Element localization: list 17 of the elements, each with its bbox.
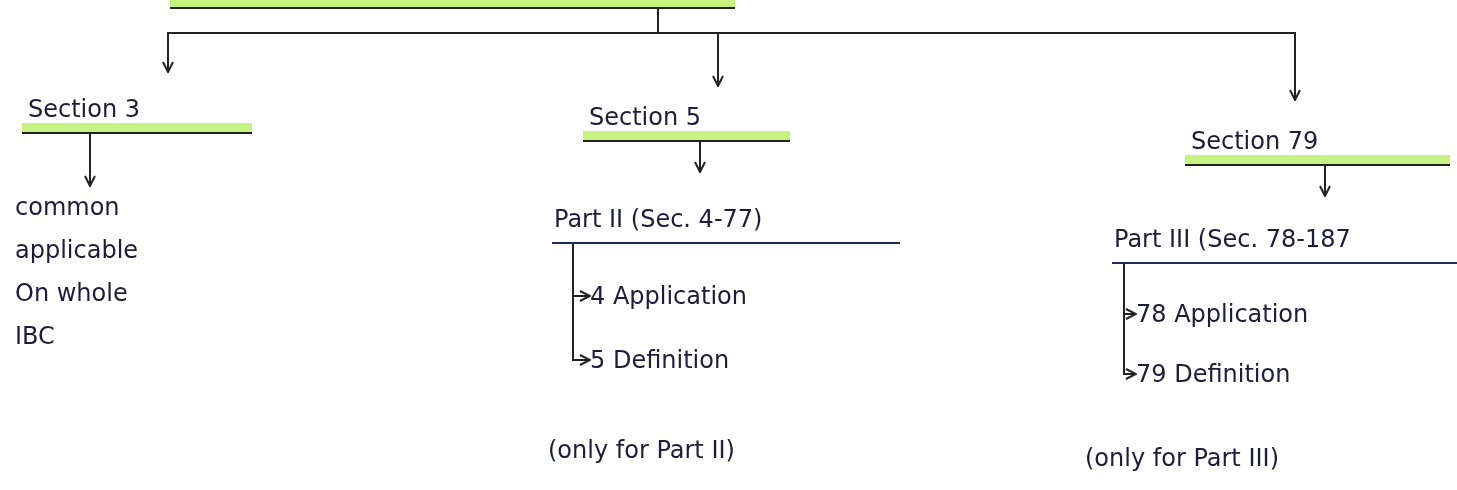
- arrow: [84, 133, 96, 187]
- note-text: common applicable On whole IBC: [15, 192, 140, 352]
- arrow: [572, 243, 591, 366]
- list-item: 4 Application: [590, 281, 748, 311]
- heading-text: Section 79: [1191, 126, 1320, 156]
- heading-text: Section 5: [589, 102, 703, 132]
- heading-text: Part II (Sec. 4-77): [554, 204, 764, 234]
- list-item: 79 Definition: [1136, 359, 1292, 389]
- heading-text: Part III (Sec. 78-187: [1114, 224, 1352, 254]
- note-text: (only for Part III): [1085, 444, 1279, 472]
- list-item: 5 Definition: [590, 345, 731, 375]
- list-item: 78 Application: [1136, 299, 1310, 329]
- heading-text: Section 3: [28, 94, 142, 124]
- highlight-bar: [170, 0, 735, 9]
- arrow: [1319, 165, 1331, 197]
- note-text: (only for Part II): [548, 436, 735, 464]
- arrow: [694, 141, 706, 173]
